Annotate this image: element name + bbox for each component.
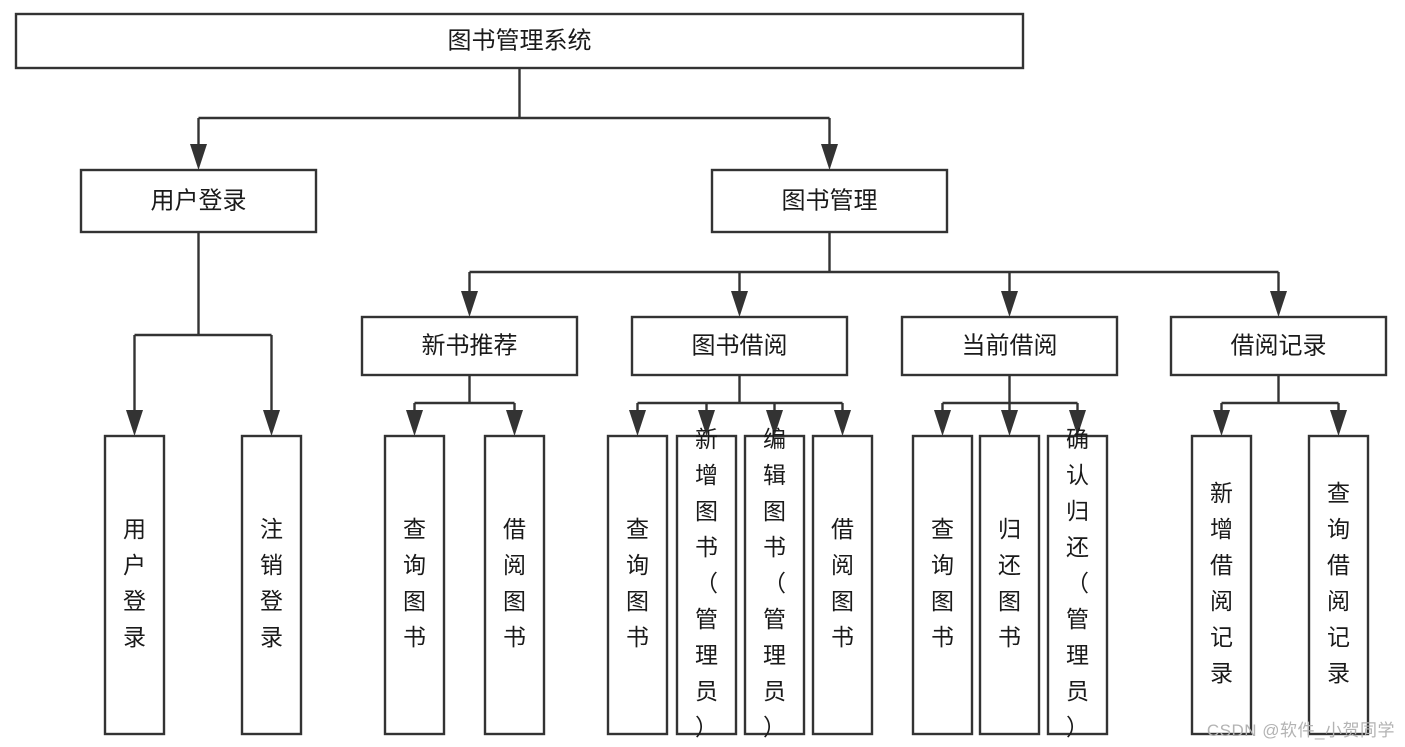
leaf-query-borrow-record-label: 查询借阅记录	[1327, 480, 1350, 686]
leaf-query-book-2-label: 查询图书	[626, 516, 649, 650]
leaf-node[interactable]: 归还图书	[978, 434, 1041, 736]
node-book-borrow-label: 图书借阅	[692, 332, 788, 359]
leaf-add-borrow-record-label: 新增借阅记录	[1210, 480, 1233, 686]
leaf-node[interactable]: 新增借阅记录	[1190, 434, 1253, 736]
arrow-head-user-login	[190, 144, 207, 170]
arrow-head-borrow-record-c1	[1213, 410, 1230, 436]
arrow-head-book-mgmt	[821, 144, 838, 170]
leaf-borrow-book-2-label: 借阅图书	[831, 516, 854, 650]
leaf-borrow-book-2-box[interactable]	[811, 434, 874, 736]
leaf-node[interactable]: 借阅图书	[811, 434, 874, 736]
connector-layer	[126, 68, 1347, 436]
node-root-box[interactable]	[14, 12, 1025, 70]
leaf-node[interactable]: 查询借阅记录	[1307, 434, 1370, 736]
leaf-confirm-return-box[interactable]	[1046, 434, 1109, 736]
leaf-edit-book-label: 编辑图书（管理员）	[763, 426, 786, 740]
leaf-logout-box[interactable]	[240, 434, 303, 736]
arrow-head-book-borrow-c1	[629, 410, 646, 436]
node-new-book-recommend-box[interactable]	[360, 315, 579, 377]
leaf-user-login-box[interactable]	[103, 434, 166, 736]
arrow-head-user-login-c2	[263, 410, 280, 436]
leaf-return-book-box[interactable]	[978, 434, 1041, 736]
arrow-head-book-borrow-c4	[834, 410, 851, 436]
node-current-borrow-label: 当前借阅	[962, 332, 1058, 359]
leaf-node[interactable]: 借阅图书	[483, 434, 546, 736]
leaf-borrow-book-1-label: 借阅图书	[503, 516, 526, 650]
leaf-edit-book-box[interactable]	[743, 434, 806, 736]
arrow-head-borrow-record	[1270, 291, 1287, 317]
node-new-book-recommend-label: 新书推荐	[422, 332, 518, 359]
leaf-add-borrow-record-box[interactable]	[1190, 434, 1253, 736]
arrow-head-book-borrow-c3	[766, 410, 783, 436]
leaf-node[interactable]: 确认归还（管理员）	[1046, 426, 1109, 740]
arrow-head-book-borrow	[731, 291, 748, 317]
leaf-add-book-label: 新增图书（管理员）	[695, 426, 718, 740]
leaf-add-book-box[interactable]	[675, 434, 738, 736]
arrow-head-current-borrow-c3	[1069, 410, 1086, 436]
leaf-query-book-3-label: 查询图书	[931, 516, 954, 650]
arrow-head-new-book-c2	[506, 410, 523, 436]
leaf-node[interactable]: 查询图书	[911, 434, 974, 736]
node-book-borrow[interactable]: 图书借阅	[630, 315, 849, 377]
arrow-head-current-borrow-c1	[934, 410, 951, 436]
leaf-node[interactable]: 新增图书（管理员）	[675, 426, 738, 740]
leaf-query-borrow-record-box[interactable]	[1307, 434, 1370, 736]
arrow-head-book-borrow-c2	[698, 410, 715, 436]
arrow-head-current-borrow	[1001, 291, 1018, 317]
node-current-borrow[interactable]: 当前借阅	[900, 315, 1119, 377]
node-borrow-record[interactable]: 借阅记录	[1169, 315, 1388, 377]
node-current-borrow-box[interactable]	[900, 315, 1119, 377]
node-root-label: 图书管理系统	[448, 27, 592, 54]
node-user-login-label: 用户登录	[151, 187, 247, 214]
node-user-login-box[interactable]	[79, 168, 318, 234]
node-new-book-recommend[interactable]: 新书推荐	[360, 315, 579, 377]
leaf-confirm-return-label: 确认归还（管理员）	[1066, 426, 1089, 740]
node-book-mgmt-label: 图书管理	[782, 187, 878, 214]
leaf-user-login-label: 用户登录	[123, 516, 146, 650]
leaf-node[interactable]: 用户登录	[103, 434, 166, 736]
watermark-text: CSDN @软件_小贺同学	[1206, 721, 1395, 740]
leaf-borrow-book-1-box[interactable]	[483, 434, 546, 736]
node-book-mgmt[interactable]: 图书管理	[710, 168, 949, 234]
node-borrow-record-label: 借阅记录	[1231, 332, 1327, 359]
node-root[interactable]: 图书管理系统	[14, 12, 1025, 70]
arrow-head-borrow-record-c2	[1330, 410, 1347, 436]
arrow-head-current-borrow-c2	[1001, 410, 1018, 436]
leaf-node[interactable]: 查询图书	[606, 434, 669, 736]
leaf-query-book-2-box[interactable]	[606, 434, 669, 736]
node-user-login[interactable]: 用户登录	[79, 168, 318, 234]
node-book-borrow-box[interactable]	[630, 315, 849, 377]
leaf-query-book-3-box[interactable]	[911, 434, 974, 736]
arrow-head-new-book-c1	[406, 410, 423, 436]
leaf-logout-label: 注销登录	[260, 516, 283, 650]
leaf-query-book-1-label: 查询图书	[403, 516, 426, 650]
node-borrow-record-box[interactable]	[1169, 315, 1388, 377]
leaf-node[interactable]: 编辑图书（管理员）	[743, 426, 806, 740]
leaf-return-book-label: 归还图书	[998, 516, 1021, 650]
node-book-mgmt-box[interactable]	[710, 168, 949, 234]
leaf-query-book-1-box[interactable]	[383, 434, 446, 736]
leaf-node[interactable]: 注销登录	[240, 434, 303, 736]
arrow-head-new-book	[461, 291, 478, 317]
arrow-head-user-login-c1	[126, 410, 143, 436]
leaf-node[interactable]: 查询图书	[383, 434, 446, 736]
